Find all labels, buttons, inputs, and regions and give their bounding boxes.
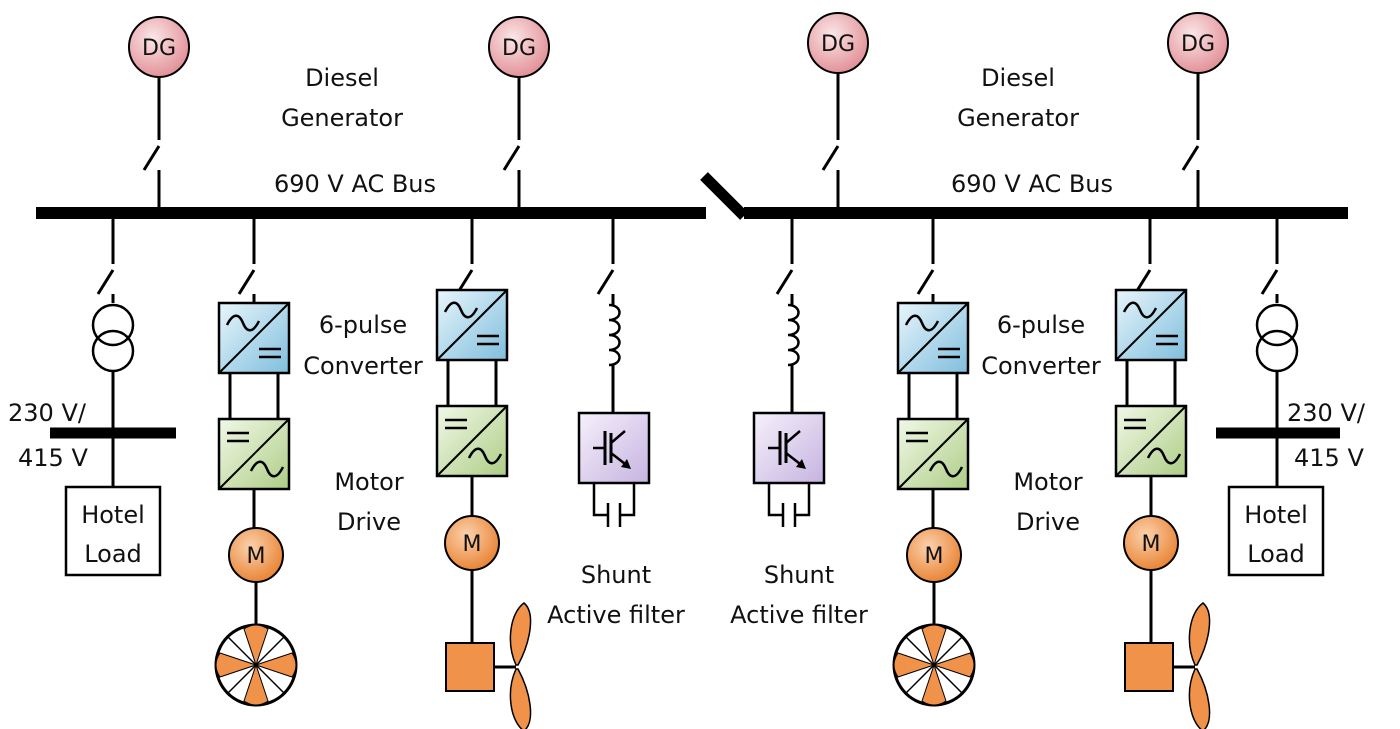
left-hotel-load-feeder: Hotel Load [50, 219, 176, 577]
left-motor-drive-line2: Drive [337, 508, 401, 536]
right-hotel-load-feeder: Hotel Load [1216, 219, 1340, 577]
left-motor-drive-line1: Motor [334, 468, 403, 496]
right-transformer-voltage-line1: 230 V/ [1287, 399, 1366, 427]
bus-tie-breaker [700, 172, 748, 220]
right-bus-label: 690 V AC Bus [951, 170, 1113, 198]
right-prop-motor-label: M [1142, 532, 1161, 557]
right-converter-line2: Converter [981, 352, 1101, 380]
left-fan-rectifier [217, 301, 291, 375]
dg-1-label: DG [142, 36, 176, 61]
left-hotel-load-line2: Load [84, 540, 142, 568]
right-hotel-load-line1: Hotel [1244, 501, 1308, 529]
left-filter-line1: Shunt [581, 561, 651, 589]
right-fan-inverter [896, 417, 970, 491]
left-transformer-voltage-line2: 415 V [18, 444, 88, 472]
right-fan-rectifier [896, 301, 970, 375]
left-fan-drive-feeder: M [214, 219, 298, 707]
left-hotel-load-line1: Hotel [81, 501, 145, 529]
left-prop-inverter [435, 404, 509, 478]
right-hotel-load-line2: Load [1247, 540, 1305, 568]
left-generator-title-line2: Generator [281, 104, 403, 132]
left-filter-line2: Active filter [547, 601, 685, 629]
diesel-generator-4: DG [1167, 12, 1229, 208]
right-filter-line2: Active filter [730, 601, 868, 629]
left-converter-line1: 6-pulse [319, 311, 407, 339]
left-fan-motor-label: M [247, 544, 266, 569]
left-converter-line2: Converter [303, 352, 423, 380]
right-generator-title-line2: Generator [957, 104, 1079, 132]
left-propeller-icon [444, 601, 533, 729]
diesel-generator-2: DG [488, 16, 550, 208]
left-propeller-drive-feeder: M [435, 219, 533, 729]
diesel-generator-1: DG [128, 16, 190, 208]
left-fan-icon [214, 623, 298, 707]
right-motor-drive-line1: Motor [1013, 468, 1082, 496]
right-propeller-drive-feeder: M [1114, 219, 1212, 729]
right-prop-inverter [1114, 404, 1188, 478]
right-propeller-icon [1123, 601, 1212, 729]
diesel-generator-3: DG [807, 12, 869, 208]
dg-3-label: DG [821, 32, 855, 57]
left-hotel-load-box [64, 485, 162, 577]
dg-2-label: DG [502, 36, 536, 61]
left-filter-igbt [577, 411, 651, 485]
left-bus-label: 690 V AC Bus [274, 170, 436, 198]
right-motor-drive-line2: Drive [1016, 508, 1080, 536]
right-filter-line1: Shunt [764, 561, 834, 589]
right-hotel-load-box [1227, 485, 1325, 577]
right-converter-line1: 6-pulse [997, 311, 1085, 339]
right-shunt-active-filter [752, 219, 826, 529]
right-filter-igbt [752, 411, 826, 485]
right-transformer-voltage-line2: 415 V [1294, 444, 1364, 472]
right-fan-icon [892, 623, 976, 707]
right-generator-title-line1: Diesel [981, 64, 1055, 92]
left-generator-title-line1: Diesel [305, 64, 379, 92]
left-prop-rectifier [435, 288, 509, 362]
left-prop-motor-label: M [463, 532, 482, 557]
left-transformer-voltage-line1: 230 V/ [8, 399, 87, 427]
right-prop-rectifier [1114, 288, 1188, 362]
right-fan-drive-feeder: M [892, 219, 976, 707]
left-shunt-active-filter [577, 219, 651, 529]
right-fan-motor-label: M [925, 544, 944, 569]
left-fan-inverter [217, 417, 291, 491]
dg-4-label: DG [1181, 32, 1215, 57]
